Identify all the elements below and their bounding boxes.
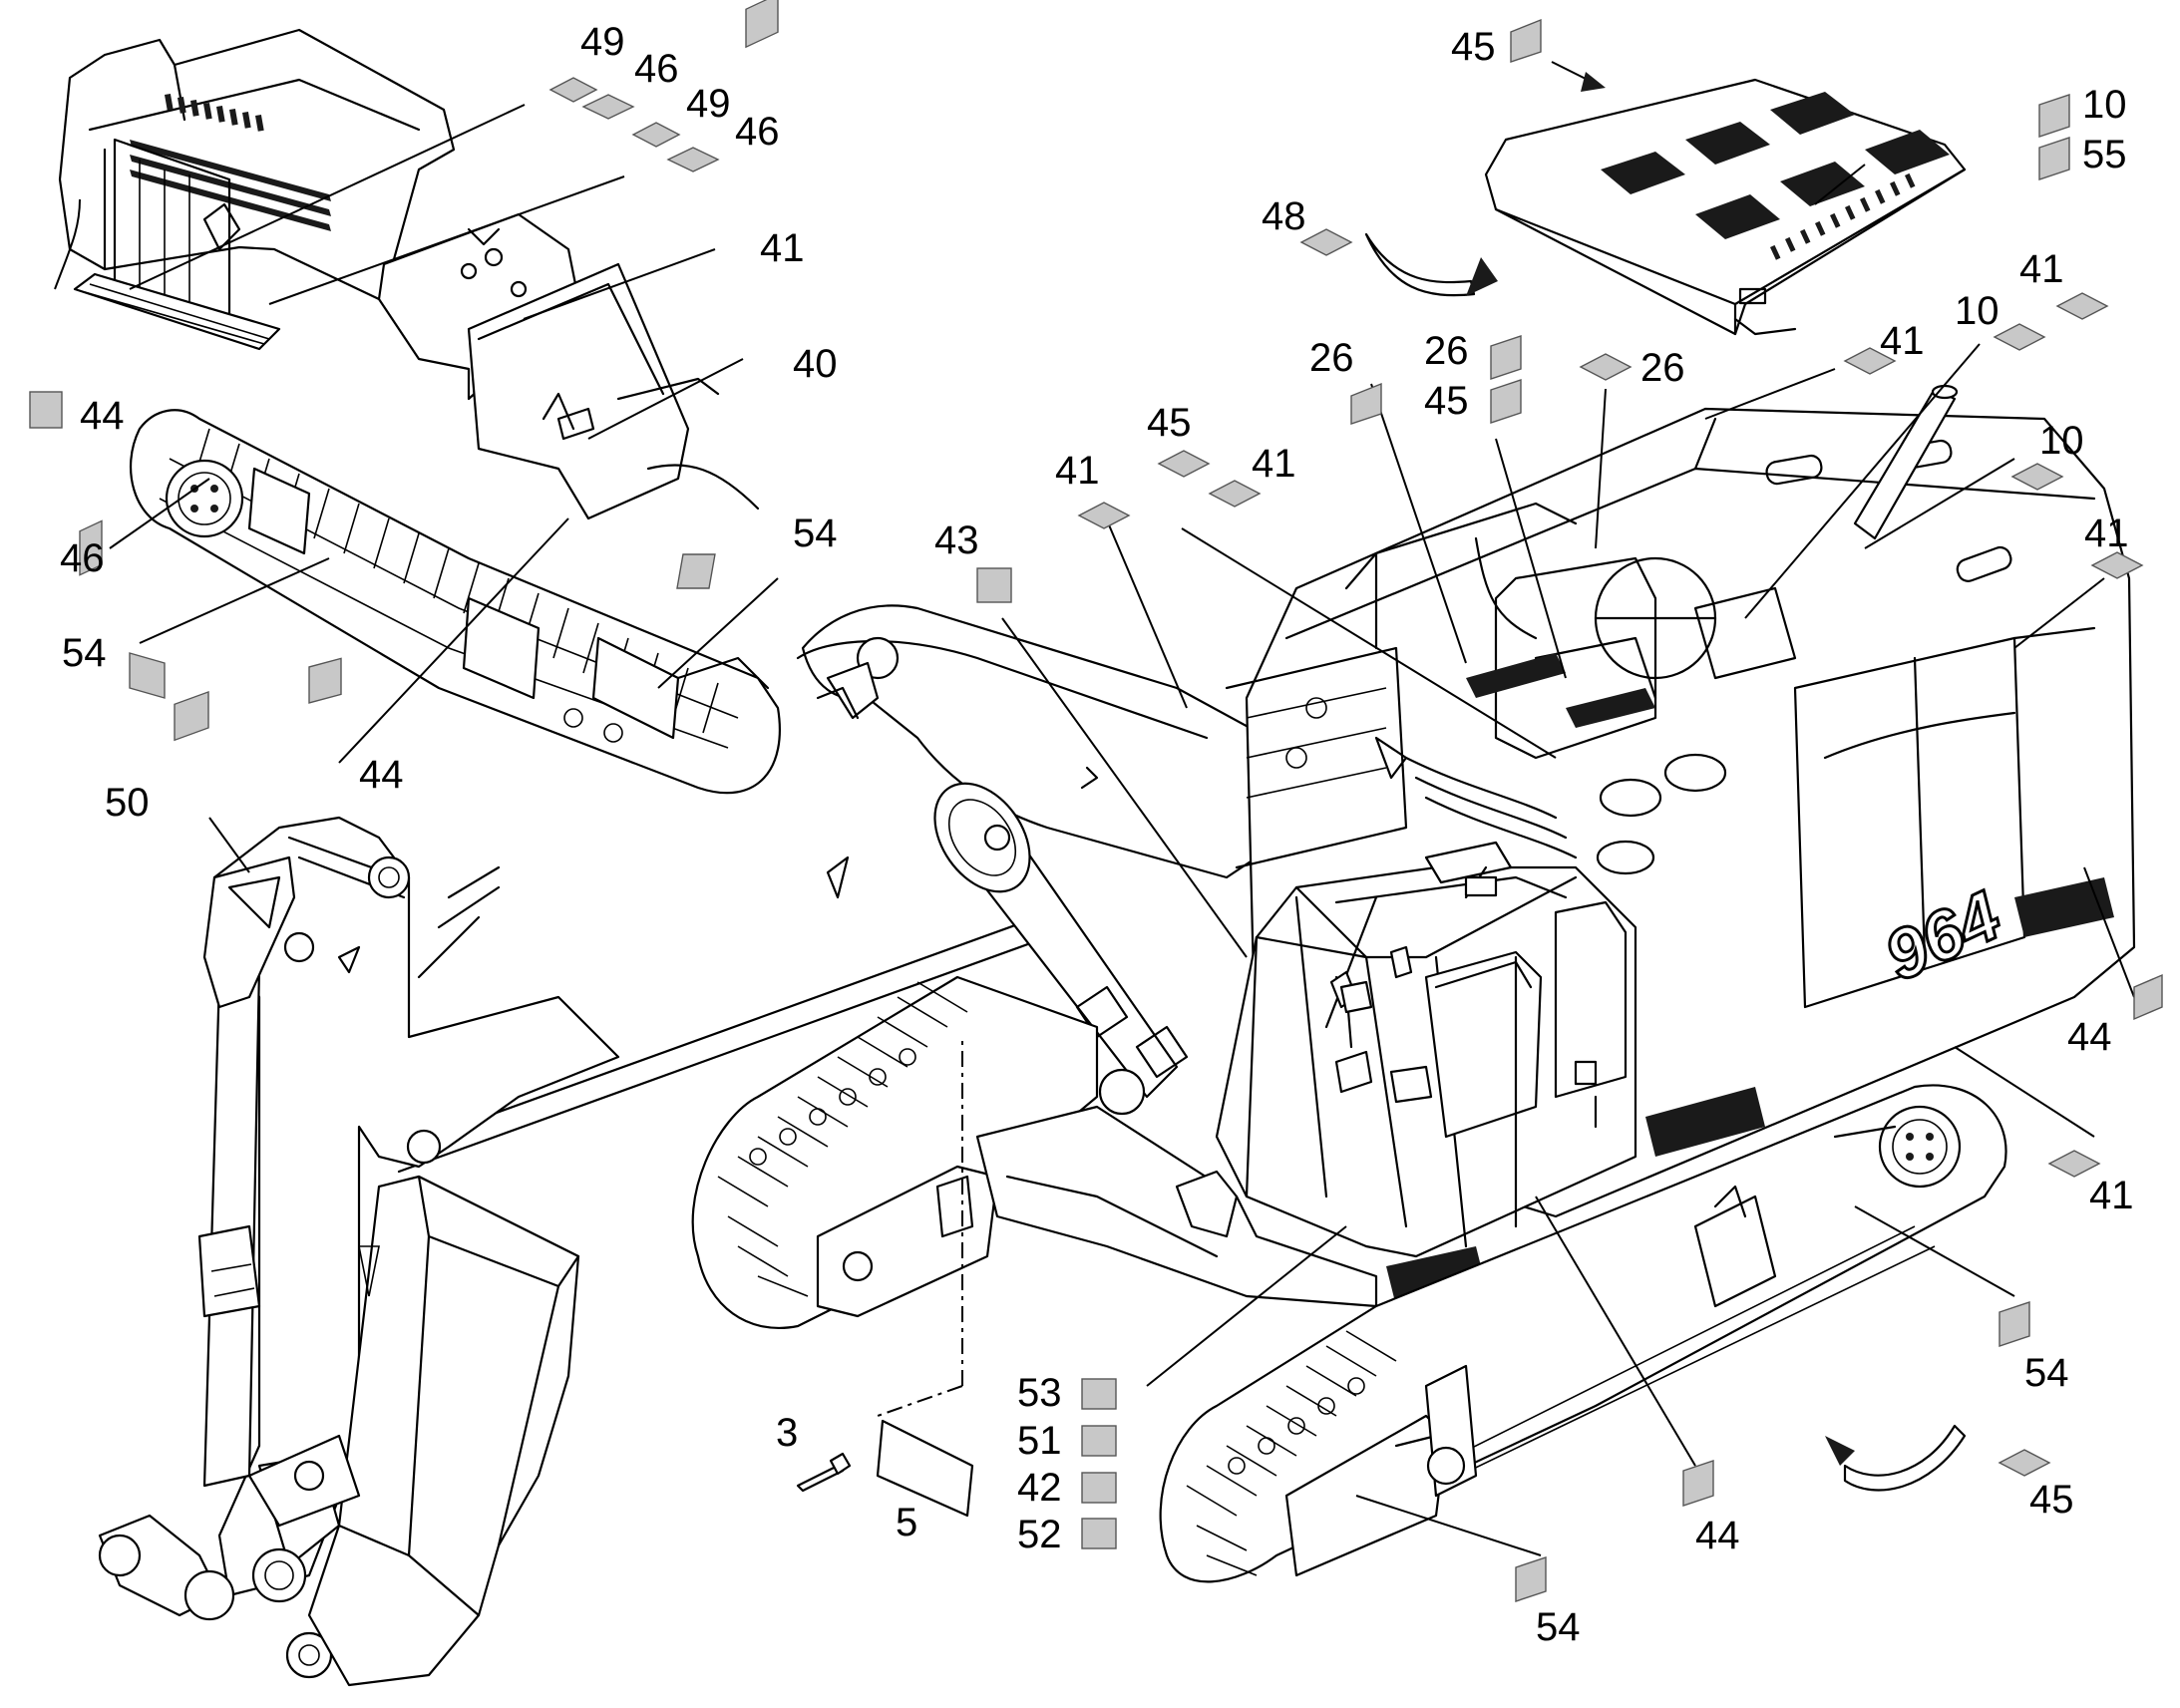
callout: 52 xyxy=(1017,1513,1062,1556)
label-tags xyxy=(29,0,2163,1602)
callout: 5 xyxy=(896,1501,917,1544)
callout: 42 xyxy=(1017,1466,1062,1510)
rear-view-machine xyxy=(58,28,781,795)
callout: 26 xyxy=(1309,336,1354,380)
engine-hood xyxy=(1364,61,1967,336)
arm-and-bucket xyxy=(98,816,620,1687)
callout: 54 xyxy=(1536,1605,1581,1649)
callout: 45 xyxy=(2029,1478,2074,1522)
callout: 44 xyxy=(80,394,125,438)
callout: 40 xyxy=(793,342,838,386)
callout: 55 xyxy=(2082,133,2127,176)
callout: 46 xyxy=(735,110,780,154)
main-machine: 964 xyxy=(1215,384,2136,1306)
pin-and-plate xyxy=(796,1419,974,1518)
callout: 41 xyxy=(2084,512,2129,555)
callout: 54 xyxy=(62,631,107,675)
callout: 41 xyxy=(1055,449,1100,493)
undercarriage xyxy=(691,975,2007,1583)
callout: 54 xyxy=(2024,1351,2069,1395)
callout-numbers: 49 46 49 46 41 40 44 46 54 54 44 50 45 1… xyxy=(60,20,2134,1649)
callout: 45 xyxy=(1147,401,1192,445)
callout: 53 xyxy=(1017,1371,1062,1415)
callout: 41 xyxy=(2089,1174,2134,1217)
callout: 45 xyxy=(1451,25,1496,69)
callout: 10 xyxy=(2082,83,2127,127)
callout: 44 xyxy=(2067,1015,2112,1059)
callout: 41 xyxy=(1880,319,1925,363)
callout: 51 xyxy=(1017,1419,1062,1463)
callout: 41 xyxy=(2019,247,2064,291)
callout: 26 xyxy=(1640,346,1685,390)
callout: 10 xyxy=(2039,419,2084,463)
callout: 46 xyxy=(634,47,679,91)
callout: 50 xyxy=(105,781,150,825)
callout: 44 xyxy=(359,753,404,797)
callout: 26 xyxy=(1424,329,1469,373)
callout: 54 xyxy=(793,512,838,555)
callout: 49 xyxy=(580,20,625,64)
callout: 49 xyxy=(686,82,731,126)
callout: 46 xyxy=(60,536,105,580)
callout: 3 xyxy=(776,1411,798,1455)
leader-lines xyxy=(54,104,2135,1556)
callout: 48 xyxy=(1262,194,1306,238)
callout: 41 xyxy=(760,226,805,270)
callout: 44 xyxy=(1695,1514,1740,1557)
callout: 10 xyxy=(1955,289,1999,333)
callout: 43 xyxy=(934,518,979,562)
callout: 41 xyxy=(1252,442,1296,486)
callout: 45 xyxy=(1424,379,1469,423)
